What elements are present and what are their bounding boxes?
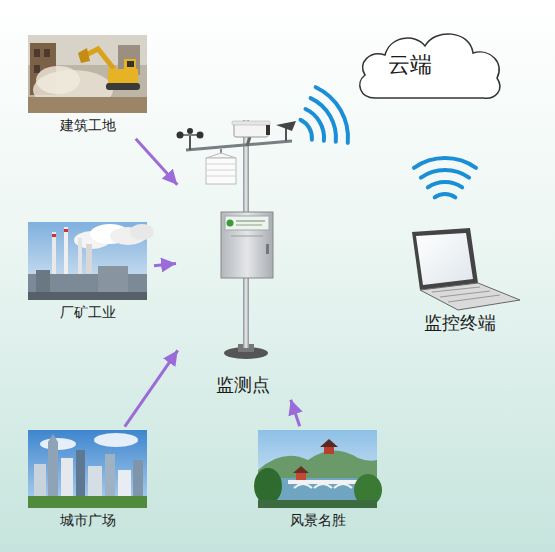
flow-arrow [154,264,176,266]
terminal-node: 监控终端 [397,228,523,336]
scene-node: 城市广场 [25,430,150,531]
scene-node: 厂矿工业 [25,222,150,323]
scene-node: 风景名胜 [255,430,381,531]
node-label: 云端 [388,52,432,78]
scene-node: 建筑工地 [25,35,150,136]
flow-arrow [291,400,300,426]
factory-photo [28,222,154,300]
flow-arrow [136,139,178,185]
cloud-node: 云端 [355,28,505,103]
node-label: 监测点 [216,374,270,396]
flow-arrow [125,350,178,426]
scene-caption: 厂矿工业 [25,304,150,321]
construction-photo [28,35,147,113]
laptop-icon [412,228,520,310]
scene-caption: 风景名胜 [255,512,381,529]
node-label: 监控终端 [397,312,523,334]
monitoring-station [177,120,297,359]
scenic-photo [254,430,382,508]
scene-caption: 城市广场 [25,512,150,529]
scene-caption: 建筑工地 [25,117,150,134]
signal-waves [301,87,477,197]
city-photo [28,430,147,508]
station-node: 监测点 [180,118,305,396]
